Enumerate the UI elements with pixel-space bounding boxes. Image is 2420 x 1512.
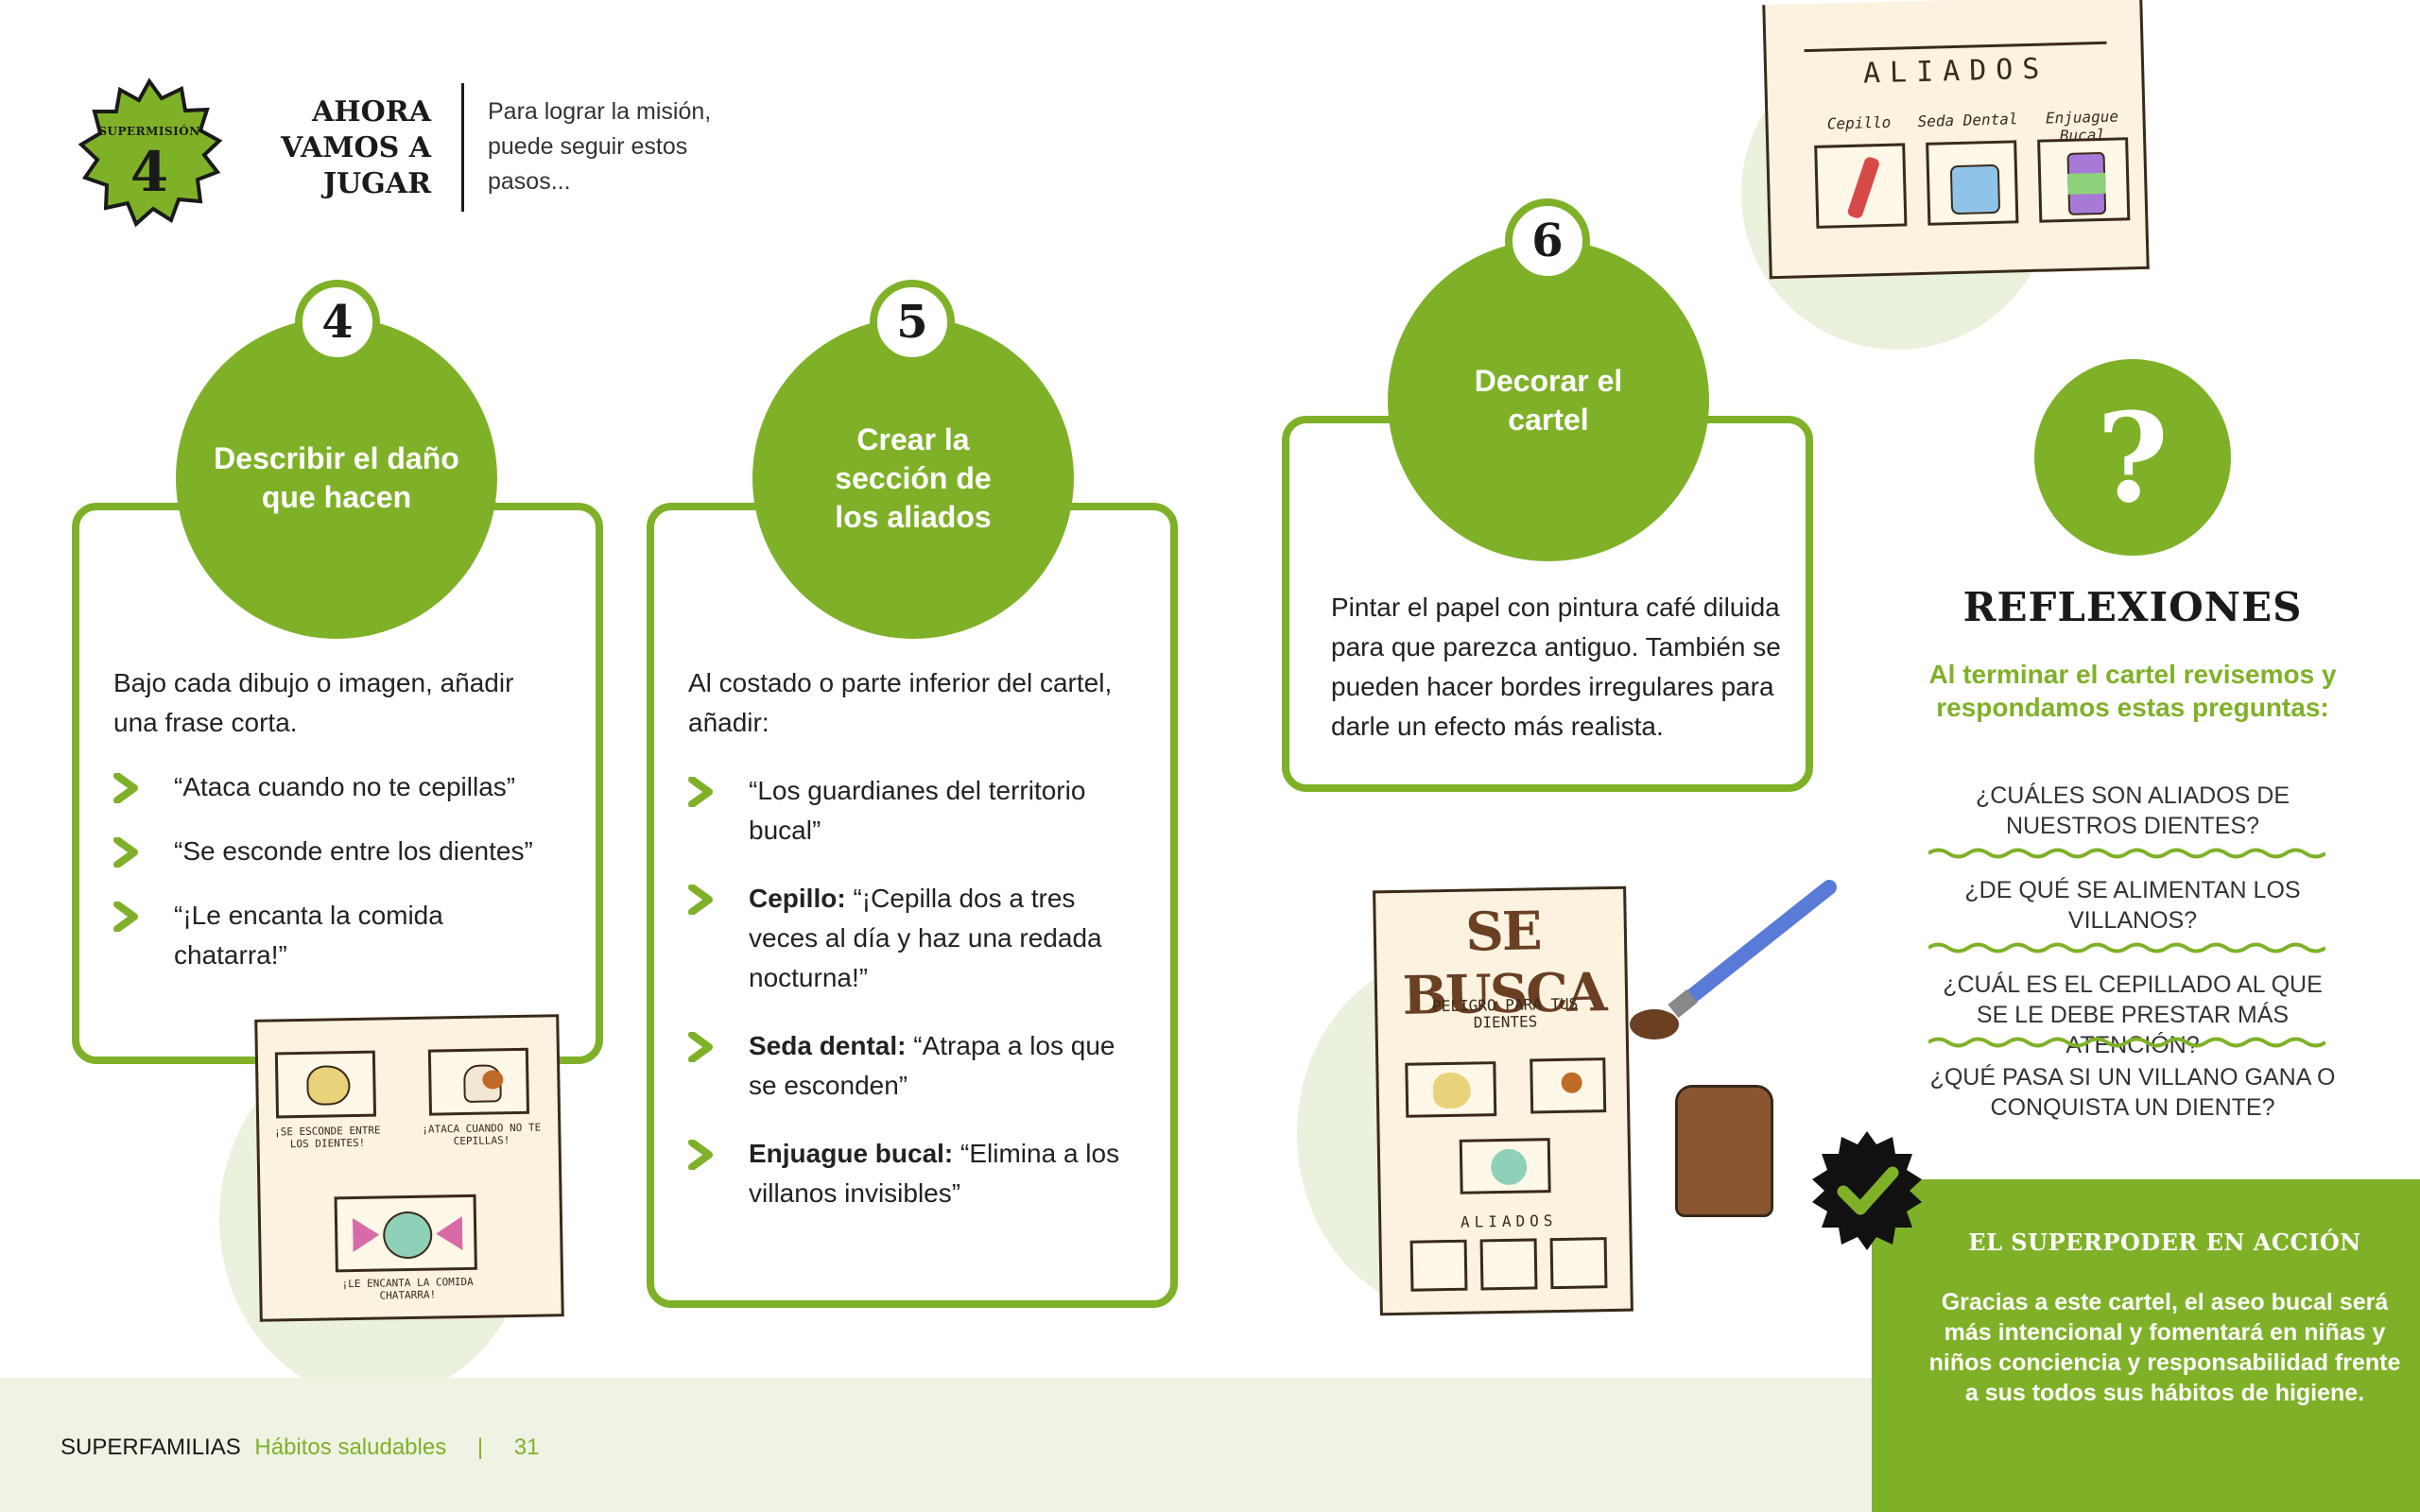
step-number-5: 5 — [870, 280, 955, 365]
superpower-panel — [1872, 1179, 2420, 1512]
ally-frame-toothbrush — [1814, 143, 1908, 229]
wanted-frame-2 — [1530, 1057, 1607, 1114]
chevron-right-icon — [688, 1032, 713, 1062]
villain-frame-2 — [427, 1047, 530, 1116]
wave-divider — [1928, 848, 2325, 859]
bullet-bold: Enjuague bucal: — [749, 1139, 954, 1168]
step-intro-5: Al costado o parte inferior del cartel, … — [688, 668, 1113, 737]
page-number: 31 — [513, 1435, 540, 1460]
footer-section: Hábitos saludables — [254, 1435, 447, 1460]
chevron-right-icon — [688, 885, 713, 915]
reflection-question-2: ¿DE QUÉ SE ALIMENTAN LOS VILLANOS? — [1964, 877, 2301, 934]
list-item: “Ataca cuando no te cepillas” — [113, 767, 567, 807]
wanted-ally-1 — [1409, 1239, 1468, 1292]
allies-poster-illustration: ALIADOS Cepillo Seda Dental Enjuague Buc… — [1762, 0, 2150, 280]
step-title-4: Describir el daño que hacen — [214, 441, 459, 514]
bullet-bold: Cepillo: — [749, 884, 846, 913]
checkmark-badge-icon — [1812, 1131, 1922, 1250]
step-title-6: Decorar el cartel — [1474, 364, 1623, 437]
superpower-body: Gracias a este cartel, el aseo bucal ser… — [1928, 1289, 2401, 1406]
question-mark-icon: ? — [2034, 359, 2231, 556]
step-circle-4: Describir el daño que hacen — [176, 318, 497, 639]
list-item: Seda dental: “Atrapa a los que se escond… — [688, 1026, 1123, 1106]
wanted-ally-3 — [1549, 1237, 1608, 1290]
allies-title: ALIADOS — [1862, 52, 2049, 91]
step-bullets-5: “Los guardianes del territorio bucal” Ce… — [688, 771, 1123, 1213]
superpower-title: EL SUPERPODER EN ACCIÓN — [1968, 1228, 2361, 1256]
wanted-frame-3 — [1459, 1138, 1551, 1194]
bullet-text: “Ataca cuando no te cepillas” — [174, 772, 516, 801]
wanted-subtitle: PELIGRO PARA TUS DIENTES — [1432, 994, 1579, 1032]
step-intro-6: Pintar el papel con pintura café diluida… — [1331, 593, 1781, 741]
step-title-5: Crear la sección de los aliados — [835, 421, 992, 534]
header-divider — [461, 83, 464, 212]
reflections-title: REFLEXIONES — [1962, 584, 2303, 630]
bullet-bold: Seda dental: — [749, 1031, 907, 1060]
villain-caption-1: ¡SE ESCONDE ENTRE LOS DIENTES! — [273, 1124, 381, 1151]
wanted-frame-1 — [1405, 1061, 1497, 1118]
bullet-text: “¡Cepilla dos a tres veces al día y haz … — [749, 884, 1102, 992]
step-number-4: 4 — [295, 280, 380, 365]
ally-frame-mouthwash — [2037, 137, 2131, 223]
step-circle-6: Decorar el cartel — [1388, 240, 1709, 561]
villain-caption-2: ¡ATACA CUANDO NO TE CEPILLAS! — [422, 1121, 542, 1148]
poster-line — [1804, 41, 2107, 53]
step-circle-5: Crear la sección de los aliados — [752, 318, 1074, 639]
villain-caption-3: ¡LE ENCANTA LA COMIDA CHATARRA! — [341, 1275, 474, 1302]
bullet-text: “Elimina a los villanos invisibles” — [749, 1139, 1120, 1208]
paintbrush-icon — [1630, 880, 1837, 1040]
bullet-text: “Los guardianes del territorio bucal” — [749, 776, 1086, 845]
reflections-subtitle: Al terminar el cartel revisemos y respon… — [1928, 660, 2337, 722]
step-bullets-4: “Ataca cuando no te cepillas” “Se escond… — [113, 767, 567, 975]
starburst-badge-icon — [74, 77, 225, 229]
wanted-ally-2 — [1479, 1238, 1538, 1291]
chevron-right-icon — [688, 1140, 713, 1170]
ally-label-1: Cepillo — [1826, 112, 1892, 133]
step-intro-4: Bajo cada dibujo o imagen, añadir una fr… — [113, 668, 514, 737]
step-number-6: 6 — [1505, 198, 1590, 284]
footer: SUPERFAMILIAS Hábitos saludables | 31 — [60, 1435, 539, 1461]
chevron-right-icon — [688, 777, 713, 807]
footer-band — [0, 1378, 1872, 1512]
step-card-5 — [647, 503, 1178, 1308]
paint-can — [1675, 1085, 1773, 1217]
chevron-right-icon — [113, 837, 138, 868]
reflection-question-4: ¿QUÉ PASA SI UN VILLANO GANA O CONQUISTA… — [1929, 1064, 2336, 1121]
list-item: “Los guardianes del territorio bucal” — [688, 771, 1123, 850]
wanted-poster-illustration: SE BUSCA PELIGRO PARA TUS DIENTES ALIADO… — [1373, 885, 1634, 1316]
chevron-right-icon — [113, 773, 138, 803]
list-item: Enjuague bucal: “Elimina a los villanos … — [688, 1134, 1123, 1213]
reflection-question-1: ¿CUÁLES SON ALIADOS DE NUESTROS DIENTES? — [1975, 782, 2290, 839]
footer-separator: | — [476, 1435, 484, 1460]
ally-frame-floss — [1926, 140, 2019, 226]
villains-sheet-illustration: ¡SE ESCONDE ENTRE LOS DIENTES! ¡ATACA CU… — [254, 1014, 564, 1322]
badge-number: 4 — [130, 140, 169, 204]
page-subtitle: Para lograr la misión, puede seguir esto… — [488, 98, 712, 195]
list-item: “Se esconde entre los dientes” — [113, 832, 567, 871]
badge-label: SUPERMISIÓN — [98, 125, 200, 138]
wave-divider — [1928, 942, 2325, 954]
list-item: Cepillo: “¡Cepilla dos a tres veces al d… — [688, 879, 1123, 998]
chevron-right-icon — [113, 902, 138, 932]
page-title: AHORA VAMOS A JUGAR — [281, 95, 431, 200]
list-item: “¡Le encanta la comida chatarra!” — [113, 896, 567, 975]
reflection-question-3: ¿CUÁL ES EL CEPILLADO AL QUE SE LE DEBE … — [1943, 971, 2323, 1058]
wave-divider — [1928, 1037, 2325, 1048]
ally-label-2: Seda Dental — [1917, 110, 2018, 131]
bullet-text: “¡Le encanta la comida chatarra!” — [174, 901, 443, 970]
bullet-text: “Atrapa a los que se esconden” — [749, 1031, 1115, 1100]
bullet-text: “Se esconde entre los dientes” — [174, 836, 533, 866]
footer-brand: SUPERFAMILIAS — [60, 1435, 241, 1460]
wanted-section-label: ALIADOS — [1460, 1211, 1558, 1231]
villain-frame-1 — [274, 1050, 377, 1119]
villain-frame-3 — [334, 1194, 477, 1273]
